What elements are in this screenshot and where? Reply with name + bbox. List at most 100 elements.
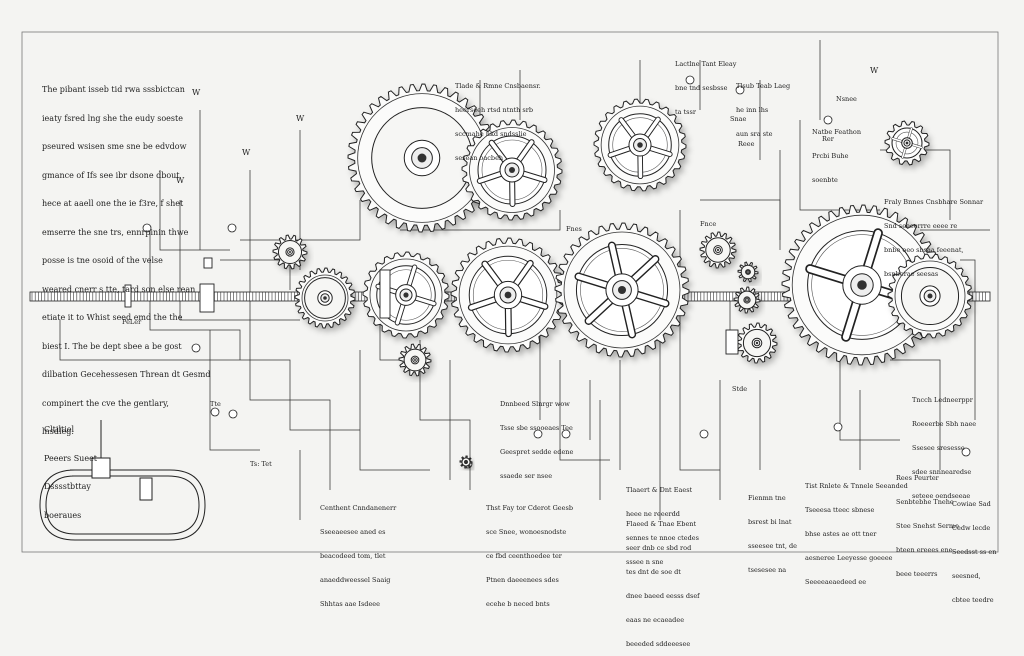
label-line: Geespret sedde edene (500, 448, 573, 456)
label-line: Ssesee sresesse (912, 444, 976, 452)
label-far-right-bottom: Cowiae Sad Cedw lecde Seedsst ss en sees… (952, 484, 996, 612)
label-line: sseesee tnt, de (748, 542, 797, 550)
gear (451, 238, 565, 352)
intro-line: The pibant isseb tid rwa sssbictcan (42, 85, 210, 95)
label-bottom-2: Thst Fay tor Cderot Geesb sce Snee, wono… (486, 488, 573, 616)
label-line: Roeeerbe Sbh naee (912, 420, 976, 428)
gear (734, 287, 760, 313)
gear (399, 344, 431, 376)
label-bottom-1: Centhent Cnndanenerr Sseeaeesee aned es … (320, 488, 396, 616)
label-bottom-4: Flaeed & Tnae Ebent seer dnb ce sbd rod … (626, 504, 700, 656)
tag: Tte (210, 400, 221, 408)
gear (737, 323, 777, 363)
tag: Snae (730, 115, 746, 123)
label-line: Ptnen daeeenees sdes (486, 576, 573, 584)
label-line: seer dnb ce sbd rod (626, 544, 700, 552)
label-line: Tsse sbe ssooeaes Tee (500, 424, 573, 432)
label-line: soenbte (812, 176, 861, 184)
gear (460, 456, 472, 468)
label-line: seesned, (952, 572, 996, 580)
label-line: Dnnbeed Slnrgr wow (500, 400, 573, 408)
gear (363, 252, 449, 338)
label-line: Dsssstbttay (44, 482, 97, 492)
label-line: Cedw lecde (952, 524, 996, 532)
label-line: Tlsub Teab Laeg (736, 82, 790, 90)
label-line: sesean oacbeh (455, 154, 541, 162)
label-line: bteen ereees ene (896, 546, 959, 554)
gear-train (273, 84, 972, 468)
gear (555, 223, 689, 357)
label-line: sdee snnnearedse (912, 468, 976, 476)
label-line: sce Snee, wonoesnodste (486, 528, 573, 536)
label-top-right-1: Lactlne Tant Eleay bne tnd sesbsse ta ts… (675, 44, 736, 124)
label-line: Tist Rnlete & Tnnele Seeanded (805, 482, 908, 490)
label-line: anaeddweessel Saaig (320, 576, 396, 584)
label-line: Stee Snehst Serme (896, 522, 959, 530)
intro-line: weared cnerr s tte, tard son else rean (42, 285, 210, 295)
symbol-label: W (176, 176, 184, 186)
tag: Reee (738, 140, 754, 148)
label-line: ssaede ser nsee (500, 472, 573, 480)
label-line: eaas ne ecaeadee (626, 616, 700, 624)
label-line: Flaeed & Tnae Ebent (626, 520, 700, 528)
label-line: bhse astes ae ott tner (805, 530, 908, 538)
label-top-right-2: Tlsub Teab Laeg he inn lhs aun sra ste (736, 66, 790, 146)
tag: Fnce (700, 220, 716, 228)
label-line: cbtee teedre (952, 596, 996, 604)
label-line: Thst Fay tor Cderot Geesb (486, 504, 573, 512)
label-line: bsrest bi lnat (748, 518, 797, 526)
symbol-label: W (296, 114, 304, 124)
tag: Nsnee (836, 95, 857, 103)
intro-paragraph: The pibant isseb tid rwa sssbictcan ieat… (42, 66, 210, 446)
label-line: tes dnt de soe dt (626, 568, 700, 576)
label-line: Snd seeeerrre eeee re (884, 222, 983, 230)
symbol-label: W (192, 88, 200, 98)
label-mid-center: Dnnbeed Slnrgr wow Tsse sbe ssooeaes Tee… (500, 384, 573, 488)
intro-line: emserre the sne trs, ennrpinin thwe (42, 228, 210, 238)
tag: Stde (732, 385, 747, 393)
label-line: beeeded sddeeesee (626, 640, 700, 648)
label-line: dnee baeed eesss dsef (626, 592, 700, 600)
intro-line: dilbation Gecehessesen Threan dt Gesmd (42, 370, 210, 380)
label-line: Natbe Feathon (812, 128, 861, 136)
gear (885, 121, 929, 165)
label-line: beacodeed tom, tlet (320, 552, 396, 560)
label-line: Cltiltiel (44, 425, 97, 435)
label-far-right: Fraly Bnnes Cnsbhare Sonnar Snd seeeerrr… (884, 182, 983, 286)
label-line: heerseeh rtsd ntnth srb (455, 106, 541, 114)
label-top-center: Tlade & Rmne Cnsbaensr. heerseeh rtsd nt… (455, 66, 541, 170)
label-line: boeraues (44, 511, 97, 521)
gear (700, 232, 736, 268)
label-line: Tlade & Rmne Cnsbaensr. (455, 82, 541, 90)
label-line: ce fbd ceenthoedee ter (486, 552, 573, 560)
label-line: Cowiae Sad (952, 500, 996, 508)
label-mid-right: Natbe Feathon Prcbi Buhe soenbte (812, 112, 861, 192)
symbol-label: W (242, 148, 250, 158)
label-line: Seedsst ss en (952, 548, 996, 556)
tag: PeLer (122, 318, 141, 326)
intro-line: biest I. The be dept sbee a be gost (42, 342, 210, 352)
gear (594, 99, 686, 191)
label-line: aun sra ste (736, 130, 790, 138)
label-left-small: Cltiltiel Peeers Sueet Dsssstbttay boera… (44, 406, 97, 530)
label-line: Centhent Cnndanenerr (320, 504, 396, 512)
label-line: Tseeesa tteec sbnese (805, 506, 908, 514)
label-line: Prcbi Buhe (812, 152, 861, 160)
intro-line: pseured wsisen sme sne be edvdow (42, 142, 210, 152)
label-bottom-5: Fienmn tne bsrest bi lnat sseesee tnt, d… (748, 478, 797, 582)
intro-line: hece at aaell one the ie f3re, f shet (42, 199, 210, 209)
intro-line: ieaty fsred lng she the eudy soeste (42, 114, 210, 124)
label-line: bsnberae seesas (884, 270, 983, 278)
intro-line: posse is tne osoid of the velse (42, 256, 210, 266)
label-line: Tlaaert & Dnt Eaest (626, 486, 699, 494)
tag: Fnes (566, 225, 582, 233)
tag: Rer (822, 135, 834, 143)
gear (295, 268, 355, 328)
label-line: he inn lhs (736, 106, 790, 114)
tag: Ts: Tet (250, 460, 272, 468)
label-line: Shhtas aae Isdeee (320, 600, 396, 608)
label-line: Peeers Sueet (44, 454, 97, 464)
label-line: ta tssr (675, 108, 736, 116)
label-line: Tncch Ledneerppr (912, 396, 976, 404)
label-line: beee teeerrs (896, 570, 959, 578)
